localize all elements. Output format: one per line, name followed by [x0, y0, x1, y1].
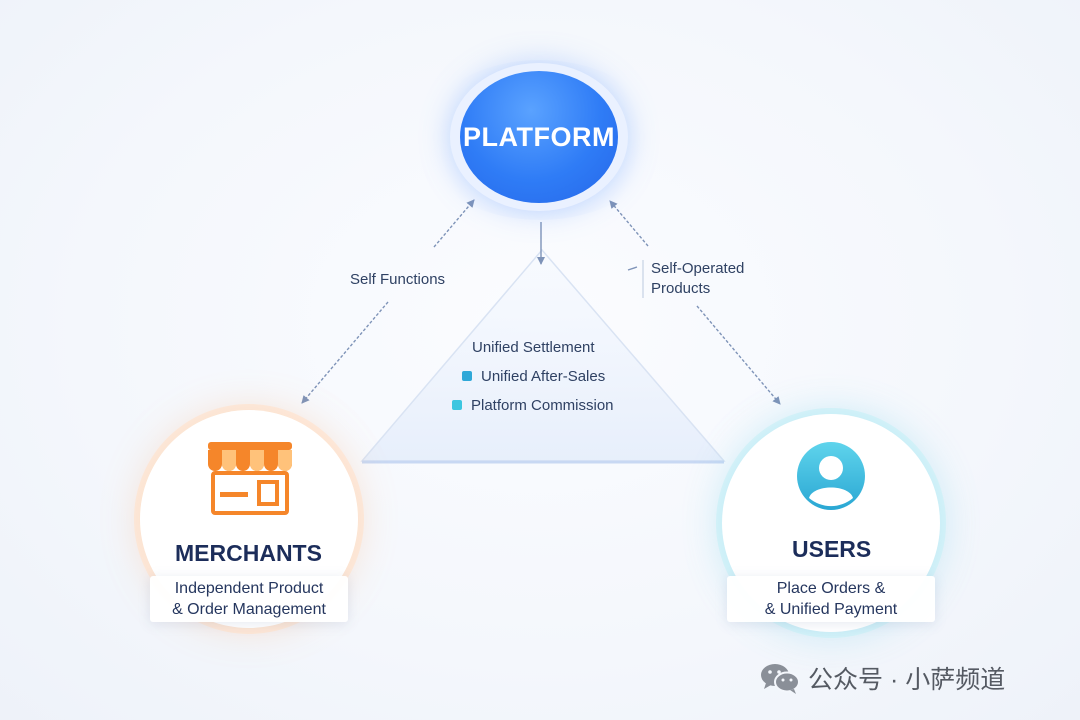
footer-text: 公众号 · 小萨频道 [808, 666, 1006, 694]
platform-to-users-arrow [696, 305, 781, 405]
platform-node: PLATFORM [450, 63, 628, 211]
users-label: USERS [792, 536, 872, 562]
self-operated-line1: Self-Operated [651, 260, 745, 277]
user-avatar-icon [797, 442, 865, 510]
users-description: Place Orders & & Unified Payment [727, 576, 935, 622]
after-sales-label: Unified After-Sales [481, 368, 606, 385]
unified-settlement-label: Unified Settlement [472, 339, 595, 356]
merchants-label: MERCHANTS [175, 540, 322, 566]
footer-watermark: 公众号 · 小萨频道 [760, 660, 1005, 696]
merchants-desc-line2: & Order Management [172, 601, 326, 618]
self-operated-label: Self-Operated Products [651, 259, 744, 299]
platform-to-merchant-arrow [301, 301, 389, 404]
center-list-item: Unified After-Sales [462, 368, 605, 385]
self-operated-line2: Products [651, 280, 711, 297]
users-desc-line2: & Unified Payment [764, 601, 898, 618]
platform-label: PLATFORM [460, 71, 618, 203]
merchants-desc-line1: Independent Product [174, 580, 324, 597]
self-functions-label: Self Functions [350, 271, 446, 288]
users-to-platform-arrow [609, 200, 649, 247]
commission-label: Platform Commission [471, 397, 614, 414]
label-tick-mark [627, 266, 638, 271]
storefront-icon [208, 442, 292, 515]
wechat-icon [761, 664, 800, 694]
merchants-description: Independent Product & Order Management [150, 576, 348, 622]
merchant-to-platform-arrow [433, 199, 475, 248]
square-bullet-icon [452, 400, 462, 410]
users-desc-line1: Place Orders & [776, 580, 886, 597]
square-bullet-icon [462, 371, 472, 381]
center-list-item: Platform Commission [452, 397, 614, 414]
